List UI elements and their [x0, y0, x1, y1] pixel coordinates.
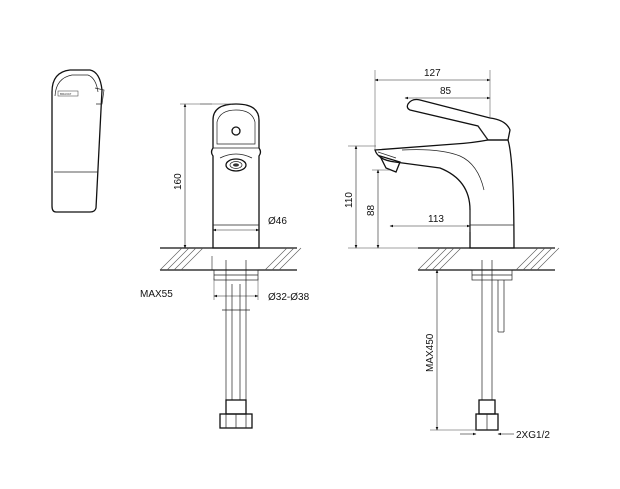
dim-height-total: 160 — [173, 173, 184, 190]
dim-spout-reach: 113 — [428, 214, 444, 225]
dim-body-diameter: Ø46 — [268, 216, 287, 227]
dim-handle-length: 85 — [440, 86, 452, 97]
deck-hatch-line — [264, 247, 288, 271]
deck-hatch-line — [159, 247, 183, 271]
dim-connection: 2XG1/2 — [516, 430, 550, 441]
dim-height-body: 110 — [344, 192, 355, 208]
deck-hatch-line — [417, 247, 441, 271]
deck-hatch-line — [438, 247, 462, 271]
dim-hole-diameter: Ø32-Ø38 — [268, 292, 310, 303]
front-view — [159, 103, 302, 429]
brand-logo — [57, 90, 79, 97]
side-view — [374, 98, 560, 431]
deck-hatch-line — [424, 247, 448, 271]
dim-height-outlet: 88 — [366, 204, 377, 216]
dim-max-hose: MAX450 — [425, 333, 436, 372]
front-dimensions: 160 Ø46 Ø32-Ø38 MAX55 — [140, 103, 310, 303]
side-profile-view: BRAVAT — [51, 69, 105, 213]
deck-hatch-line — [515, 247, 539, 271]
deck-hatch-line — [522, 247, 546, 271]
handle-indicator-icon — [231, 126, 241, 136]
brand-logo-text: BRAVAT — [60, 92, 72, 96]
deck-hatch-line — [529, 247, 553, 271]
dim-max-deck: MAX55 — [140, 289, 173, 300]
deck-hatch-line — [536, 247, 560, 271]
deck-hatch-line — [431, 247, 455, 271]
deck-hatch-line — [180, 247, 204, 271]
side-dimensions: 127 85 110 88 113 MAX450 2XG1/2 — [344, 68, 550, 441]
aerator-icon — [225, 158, 247, 172]
deck-hatch-line — [271, 247, 295, 271]
deck-hatch-line — [166, 247, 190, 271]
deck-hatch-line — [278, 247, 302, 271]
deck-hatch-line — [173, 247, 197, 271]
dim-width-total: 127 — [424, 68, 441, 79]
